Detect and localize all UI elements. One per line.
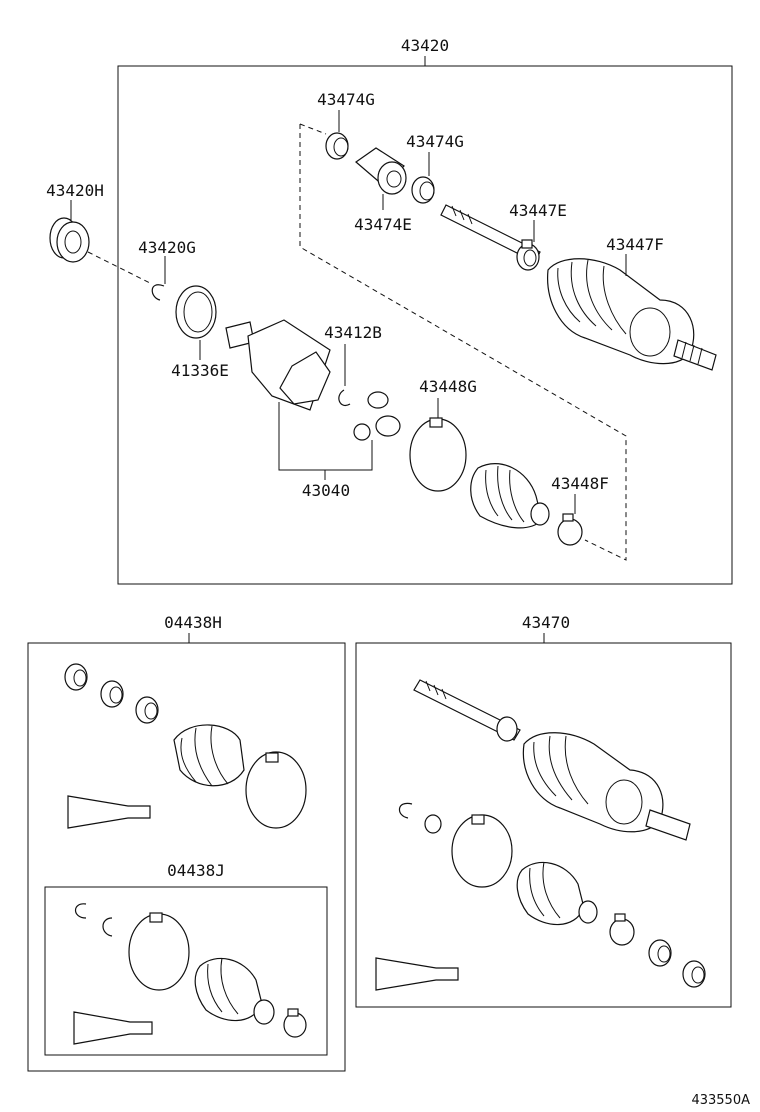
inboard-joint-housing-43040 xyxy=(225,319,331,411)
ring-43474g-lower xyxy=(411,176,435,204)
snap-ring-43412b xyxy=(338,389,351,406)
kit-04438h-grease-tube xyxy=(67,795,151,829)
kit-04438j-boot xyxy=(194,957,275,1025)
label-43448f: 43448F xyxy=(551,474,609,493)
asm-43470-snap-ring xyxy=(398,802,413,819)
label-43040: 43040 xyxy=(302,481,350,500)
kit-04438j-rings xyxy=(74,903,113,937)
kit-04438h-rings xyxy=(64,663,159,724)
seal-41336e xyxy=(175,285,217,339)
asm-43470-clamps xyxy=(609,913,706,988)
label-43420: 43420 xyxy=(401,36,449,55)
outer-joint-boot-43447f xyxy=(547,258,717,371)
label-43474e: 43474E xyxy=(354,215,412,234)
label-41336e: 41336E xyxy=(171,361,229,380)
bearing-43420h xyxy=(49,217,90,263)
asm-43470-grease-tube xyxy=(375,957,459,991)
kit-04438j-small-clamp xyxy=(283,1008,307,1038)
label-43420g: 43420G xyxy=(138,238,196,257)
kit-box-04438h xyxy=(27,642,346,1072)
label-04438h: 04438H xyxy=(164,613,222,632)
label-04438j: 04438J xyxy=(167,861,225,880)
ring-43474g-upper xyxy=(325,132,349,160)
kit-04438h-boot xyxy=(173,724,245,787)
kit-04438h-clamp xyxy=(245,751,307,829)
kit-box-04438j xyxy=(44,886,328,1056)
kit-04438j-grease-tube xyxy=(73,1011,153,1045)
asm-43470-shaft xyxy=(413,679,521,742)
dashed-outline xyxy=(299,124,627,561)
label-43420h: 43420H xyxy=(46,181,104,200)
leader-lines xyxy=(70,110,627,514)
tripod-joint xyxy=(353,391,401,441)
bush-43474e xyxy=(355,147,407,195)
label-43412b: 43412B xyxy=(324,323,382,342)
clamp-43448g xyxy=(409,417,467,492)
label-43447f: 43447F xyxy=(606,235,664,254)
clamp-43447e xyxy=(516,239,540,271)
label-43470: 43470 xyxy=(522,613,570,632)
kit-04438j-clamp xyxy=(128,912,190,991)
diagram-reference: 433550A xyxy=(691,1093,750,1108)
label-43474g-lower: 43474G xyxy=(406,132,464,151)
asm-43470-outer-joint xyxy=(522,732,691,841)
snap-ring-43420g xyxy=(151,284,165,301)
clamp-43448f xyxy=(557,513,583,546)
inboard-boot xyxy=(470,463,550,529)
asm-43470-boot xyxy=(516,861,598,926)
label-43474g-upper: 43474G xyxy=(317,90,375,109)
asm-43470-clamp xyxy=(451,814,513,888)
asm-43470-small-ring xyxy=(424,814,442,834)
label-43447e: 43447E xyxy=(509,201,567,220)
label-43448g: 43448G xyxy=(419,377,477,396)
